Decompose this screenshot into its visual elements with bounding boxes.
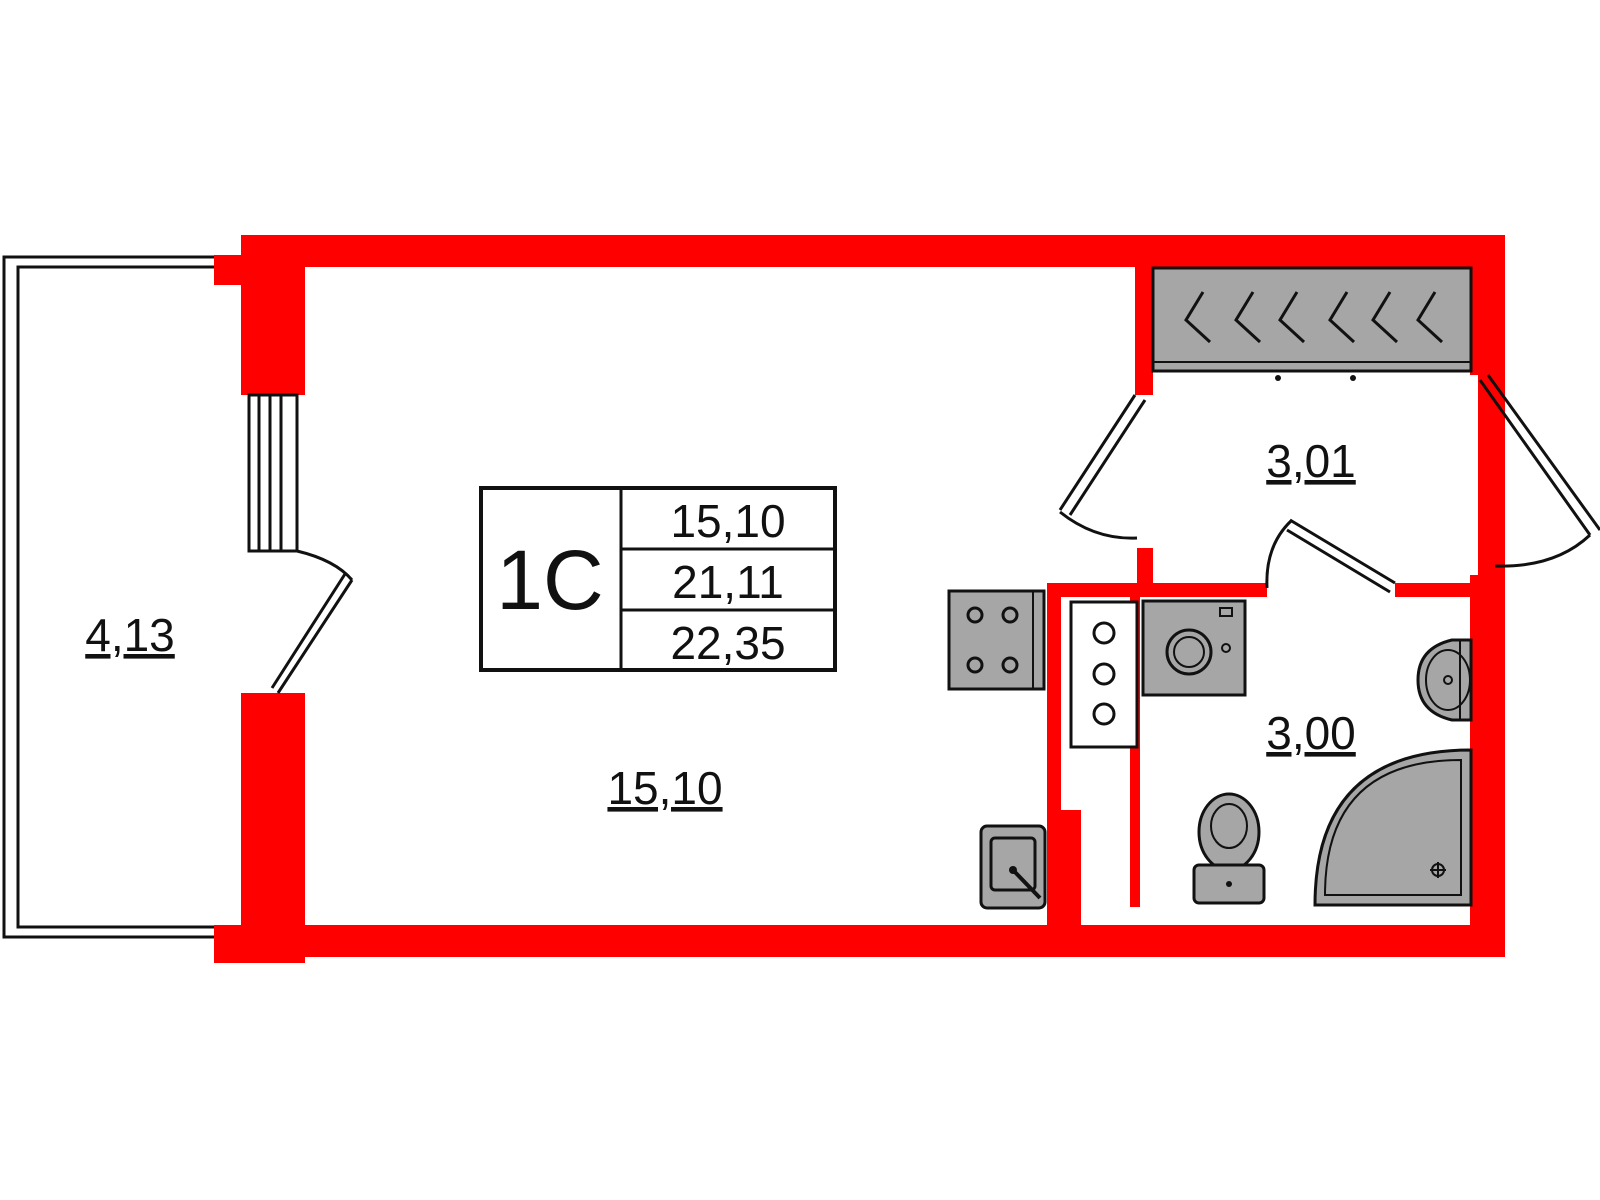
washbasin-icon [1416, 638, 1473, 722]
hallway-area-label: 3,01 [1266, 435, 1356, 487]
sink-icon [979, 824, 1047, 910]
wardrobe [1151, 266, 1473, 381]
washing-machine-icon [1141, 599, 1247, 697]
summary-area-total: 21,11 [672, 556, 784, 608]
summary-area-living: 15,10 [670, 495, 785, 547]
balcony [2, 255, 214, 939]
main-room-area-label: 15,10 [607, 762, 722, 814]
bathroom-door [1265, 518, 1396, 594]
window [247, 393, 299, 553]
shower-icon [1313, 748, 1473, 907]
balcony-area-label: 4,13 [85, 609, 175, 661]
apartment-tag: 1С 15,10 21,11 22,35 [479, 486, 837, 672]
walls [214, 235, 1505, 963]
hanger-icon [1184, 291, 1444, 344]
cabinet-icon [1069, 600, 1139, 749]
toilet-icon [1192, 792, 1266, 905]
balcony-door [270, 549, 354, 694]
stove-icon [947, 589, 1046, 691]
bathroom-area-label: 3,00 [1266, 707, 1356, 759]
apartment-type-code: 1С [496, 533, 603, 627]
wardrobe-doors [1058, 374, 1600, 568]
summary-area-with-balcony: 22,35 [670, 617, 785, 669]
